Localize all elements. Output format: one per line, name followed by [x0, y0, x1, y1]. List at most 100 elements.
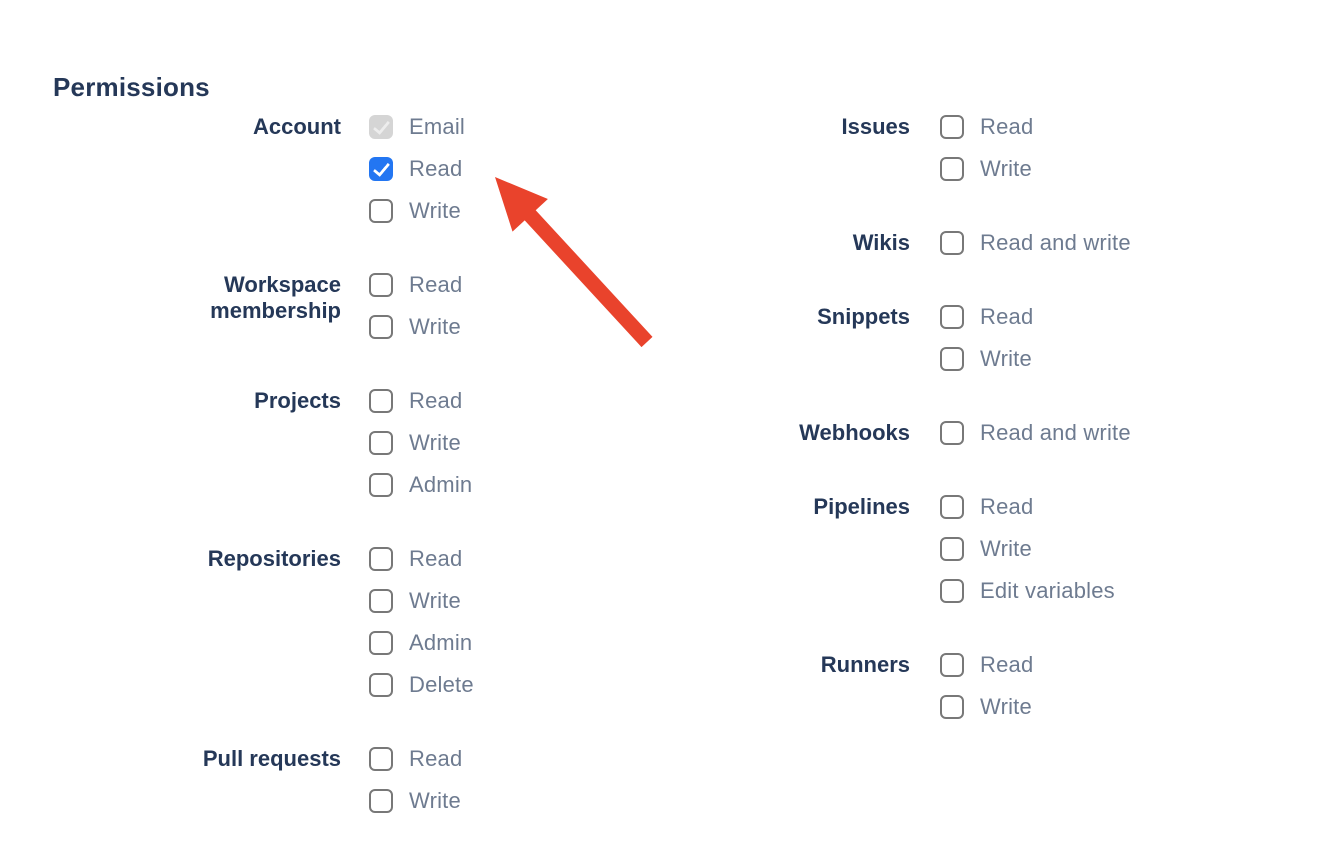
- repositories-write-row: Write: [369, 589, 474, 613]
- repositories-delete-row: Delete: [369, 673, 474, 697]
- pipelines-edit-variables-checkbox[interactable]: [940, 579, 964, 603]
- projects-group-label: Projects: [254, 388, 341, 413]
- projects-admin-row: Admin: [369, 473, 472, 497]
- pull-requests-read-label[interactable]: Read: [409, 746, 463, 771]
- runners-write-row: Write: [940, 695, 1033, 719]
- pipelines-edit-variables-row: Edit variables: [940, 579, 1115, 603]
- workspace-membership-read-label[interactable]: Read: [409, 272, 463, 297]
- issues-read-label[interactable]: Read: [980, 114, 1034, 139]
- workspace-membership-write-checkbox[interactable]: [369, 315, 393, 339]
- pipelines-read-label[interactable]: Read: [980, 494, 1034, 519]
- issues-group-label: Issues: [841, 114, 911, 139]
- runners-read-checkbox[interactable]: [940, 653, 964, 677]
- permission-group-snippets: Snippets Read Write: [660, 304, 1310, 389]
- repositories-read-row: Read: [369, 547, 474, 571]
- webhooks-options: Read and write: [940, 421, 1131, 463]
- pipelines-write-checkbox[interactable]: [940, 537, 964, 561]
- repositories-read-checkbox[interactable]: [369, 547, 393, 571]
- wikis-group-label: Wikis: [852, 230, 910, 255]
- snippets-write-checkbox[interactable]: [940, 347, 964, 371]
- account-read-label[interactable]: Read: [409, 156, 463, 181]
- repositories-delete-label[interactable]: Delete: [409, 672, 474, 697]
- snippets-read-label[interactable]: Read: [980, 304, 1034, 329]
- pipelines-edit-variables-label[interactable]: Edit variables: [980, 578, 1115, 603]
- snippets-read-row: Read: [940, 305, 1033, 329]
- projects-read-label[interactable]: Read: [409, 388, 463, 413]
- repositories-group-label: Repositories: [207, 546, 341, 571]
- runners-write-checkbox[interactable]: [940, 695, 964, 719]
- webhooks-read-and-write-checkbox[interactable]: [940, 421, 964, 445]
- pipelines-write-row: Write: [940, 537, 1115, 561]
- repositories-admin-row: Admin: [369, 631, 474, 655]
- wikis-options: Read and write: [940, 231, 1131, 273]
- workspace-membership-options: Read Write: [369, 273, 462, 357]
- projects-write-row: Write: [369, 431, 472, 455]
- permission-group-webhooks: Webhooks Read and write: [660, 420, 1310, 463]
- snippets-options: Read Write: [940, 305, 1033, 389]
- workspace-membership-write-row: Write: [369, 315, 462, 339]
- repositories-admin-checkbox[interactable]: [369, 631, 393, 655]
- runners-read-row: Read: [940, 653, 1033, 677]
- account-write-row: Write: [369, 199, 465, 223]
- workspace-membership-write-label[interactable]: Write: [409, 314, 461, 339]
- repositories-delete-checkbox[interactable]: [369, 673, 393, 697]
- workspace-membership-read-checkbox[interactable]: [369, 273, 393, 297]
- pull-requests-write-label[interactable]: Write: [409, 788, 461, 813]
- projects-read-checkbox[interactable]: [369, 389, 393, 413]
- account-write-label[interactable]: Write: [409, 198, 461, 223]
- snippets-write-label[interactable]: Write: [980, 346, 1032, 371]
- pipelines-options: Read Write Edit variables: [940, 495, 1115, 621]
- permission-group-projects: Projects Read Write Admin: [0, 388, 650, 515]
- snippets-read-checkbox[interactable]: [940, 305, 964, 329]
- pipelines-read-checkbox[interactable]: [940, 495, 964, 519]
- snippets-group-label: Snippets: [817, 304, 910, 329]
- pull-requests-options: Read Write: [369, 747, 462, 831]
- runners-group-label: Runners: [820, 652, 910, 677]
- issues-write-checkbox[interactable]: [940, 157, 964, 181]
- projects-options: Read Write Admin: [369, 389, 472, 515]
- permission-group-pipelines: Pipelines Read Write Edit variables: [660, 494, 1310, 621]
- runners-write-label[interactable]: Write: [980, 694, 1032, 719]
- permissions-column-right: Issues Read Write Wikis Read and write S…: [660, 114, 1310, 769]
- projects-read-row: Read: [369, 389, 472, 413]
- projects-write-label[interactable]: Write: [409, 430, 461, 455]
- account-read-checkbox[interactable]: [369, 157, 393, 181]
- pipelines-read-row: Read: [940, 495, 1115, 519]
- permission-group-wikis: Wikis Read and write: [660, 230, 1310, 273]
- repositories-write-label[interactable]: Write: [409, 588, 461, 613]
- account-read-row: Read: [369, 157, 465, 181]
- issues-read-row: Read: [940, 115, 1033, 139]
- issues-read-checkbox[interactable]: [940, 115, 964, 139]
- pull-requests-read-row: Read: [369, 747, 462, 771]
- account-write-checkbox[interactable]: [369, 199, 393, 223]
- projects-write-checkbox[interactable]: [369, 431, 393, 455]
- account-options: Email Read Write: [369, 115, 465, 241]
- repositories-options: Read Write Admin Delete: [369, 547, 474, 715]
- repositories-read-label[interactable]: Read: [409, 546, 463, 571]
- snippets-write-row: Write: [940, 347, 1033, 371]
- webhooks-read-and-write-label[interactable]: Read and write: [980, 420, 1131, 445]
- runners-read-label[interactable]: Read: [980, 652, 1034, 677]
- permission-group-runners: Runners Read Write: [660, 652, 1310, 737]
- repositories-admin-label[interactable]: Admin: [409, 630, 473, 655]
- workspace-membership-read-row: Read: [369, 273, 462, 297]
- account-email-checkbox: [369, 115, 393, 139]
- permission-group-account: Account Email Read Write: [0, 114, 650, 241]
- pull-requests-read-checkbox[interactable]: [369, 747, 393, 771]
- workspace-membership-group-label: Workspace membership: [210, 272, 341, 323]
- issues-write-label[interactable]: Write: [980, 156, 1032, 181]
- permission-group-repositories: Repositories Read Write Admin Delete: [0, 546, 650, 715]
- pipelines-write-label[interactable]: Write: [980, 536, 1032, 561]
- pull-requests-write-checkbox[interactable]: [369, 789, 393, 813]
- projects-admin-checkbox[interactable]: [369, 473, 393, 497]
- permission-group-pull-requests: Pull requests Read Write: [0, 746, 650, 831]
- pull-requests-group-label: Pull requests: [202, 746, 341, 771]
- wikis-read-and-write-checkbox[interactable]: [940, 231, 964, 255]
- projects-admin-label[interactable]: Admin: [409, 472, 473, 497]
- pull-requests-write-row: Write: [369, 789, 462, 813]
- account-email-label: Email: [409, 114, 466, 139]
- repositories-write-checkbox[interactable]: [369, 589, 393, 613]
- account-group-label: Account: [253, 114, 341, 139]
- wikis-read-and-write-label[interactable]: Read and write: [980, 230, 1131, 255]
- issues-options: Read Write: [940, 115, 1033, 199]
